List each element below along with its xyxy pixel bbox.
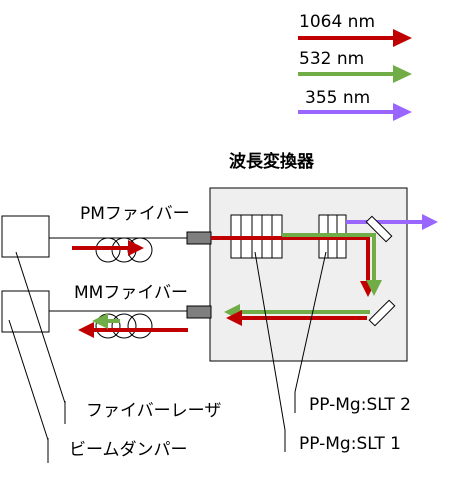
- mirror-top: [365, 215, 393, 243]
- wavelength-converter-box: [209, 187, 408, 362]
- legend-label-355: 355 nm: [305, 88, 370, 108]
- beam-1064-internal: [211, 236, 376, 297]
- mm-fiber-coil: [95, 313, 153, 339]
- legend: 1064 nm 532 nm 355 nm: [298, 12, 412, 121]
- legend-label-532: 532 nm: [299, 49, 364, 69]
- legend-label-1064: 1064 nm: [299, 12, 375, 32]
- legend-arrowhead-532: [393, 65, 412, 83]
- crystal-1-label: PP-Mg:SLT 1: [299, 434, 401, 454]
- legend-item-532: 532 nm: [298, 49, 412, 83]
- mirror-bottom: [368, 299, 396, 327]
- converter-title: 波長変換器: [229, 151, 315, 172]
- beam-dumper-label: ビームダンパー: [69, 440, 188, 460]
- mm-fiber-label: MMファイバー: [74, 283, 188, 303]
- mm-fiber-connector: [186, 305, 212, 319]
- fiber-laser-label: ファイバーレーザ: [86, 401, 221, 421]
- leader-lines: [8, 251, 327, 463]
- pm-fiber-connector: [186, 231, 212, 245]
- legend-item-355: 355 nm: [298, 88, 412, 121]
- crystal-2-label: PP-Mg:SLT 2: [309, 395, 411, 415]
- beam-dumper-box: [1, 290, 50, 333]
- legend-arrowhead-1064: [393, 29, 412, 47]
- pm-fiber-label: PMファイバー: [80, 204, 190, 224]
- legend-arrowhead-355: [393, 103, 412, 121]
- beam-532-internal: [282, 233, 382, 296]
- legend-item-1064: 1064 nm: [298, 12, 412, 47]
- fiber-laser-box: [1, 215, 50, 258]
